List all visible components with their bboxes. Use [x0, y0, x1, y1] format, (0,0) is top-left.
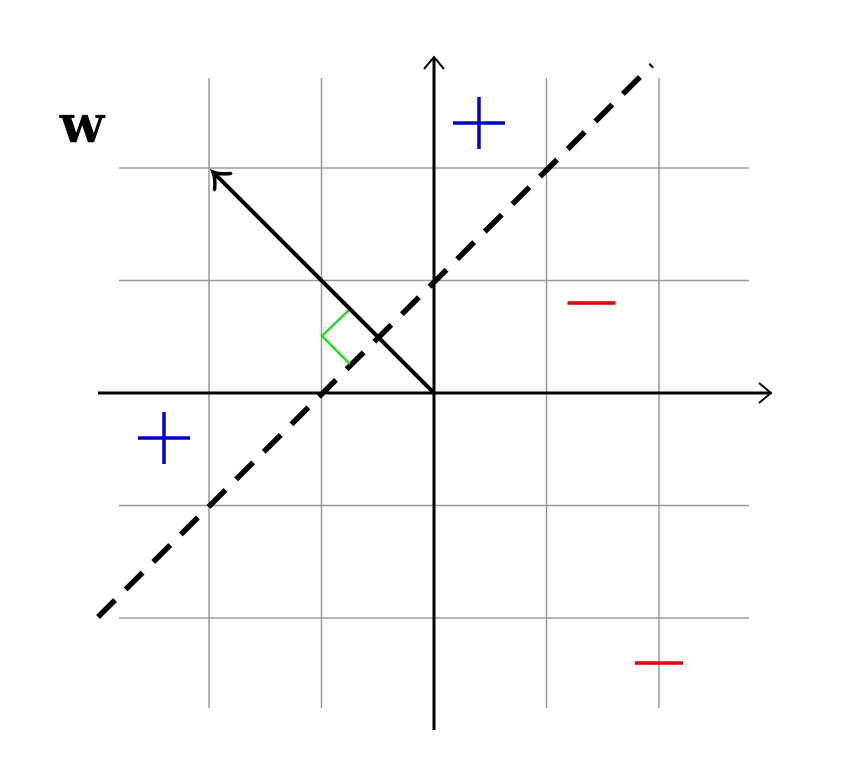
right-angle-marker [320, 308, 351, 365]
class-markers [138, 97, 683, 665]
vector-label: w [59, 94, 106, 155]
weight-vector-arrow [213, 172, 436, 395]
weight-vector [213, 172, 436, 395]
plus-marker-icon [138, 412, 190, 464]
decision-boundary [96, 63, 654, 619]
coordinate-axes [98, 55, 773, 730]
right-angle-polyline [320, 308, 351, 365]
boundary-line [96, 63, 654, 619]
plus-marker-icon [453, 97, 505, 149]
